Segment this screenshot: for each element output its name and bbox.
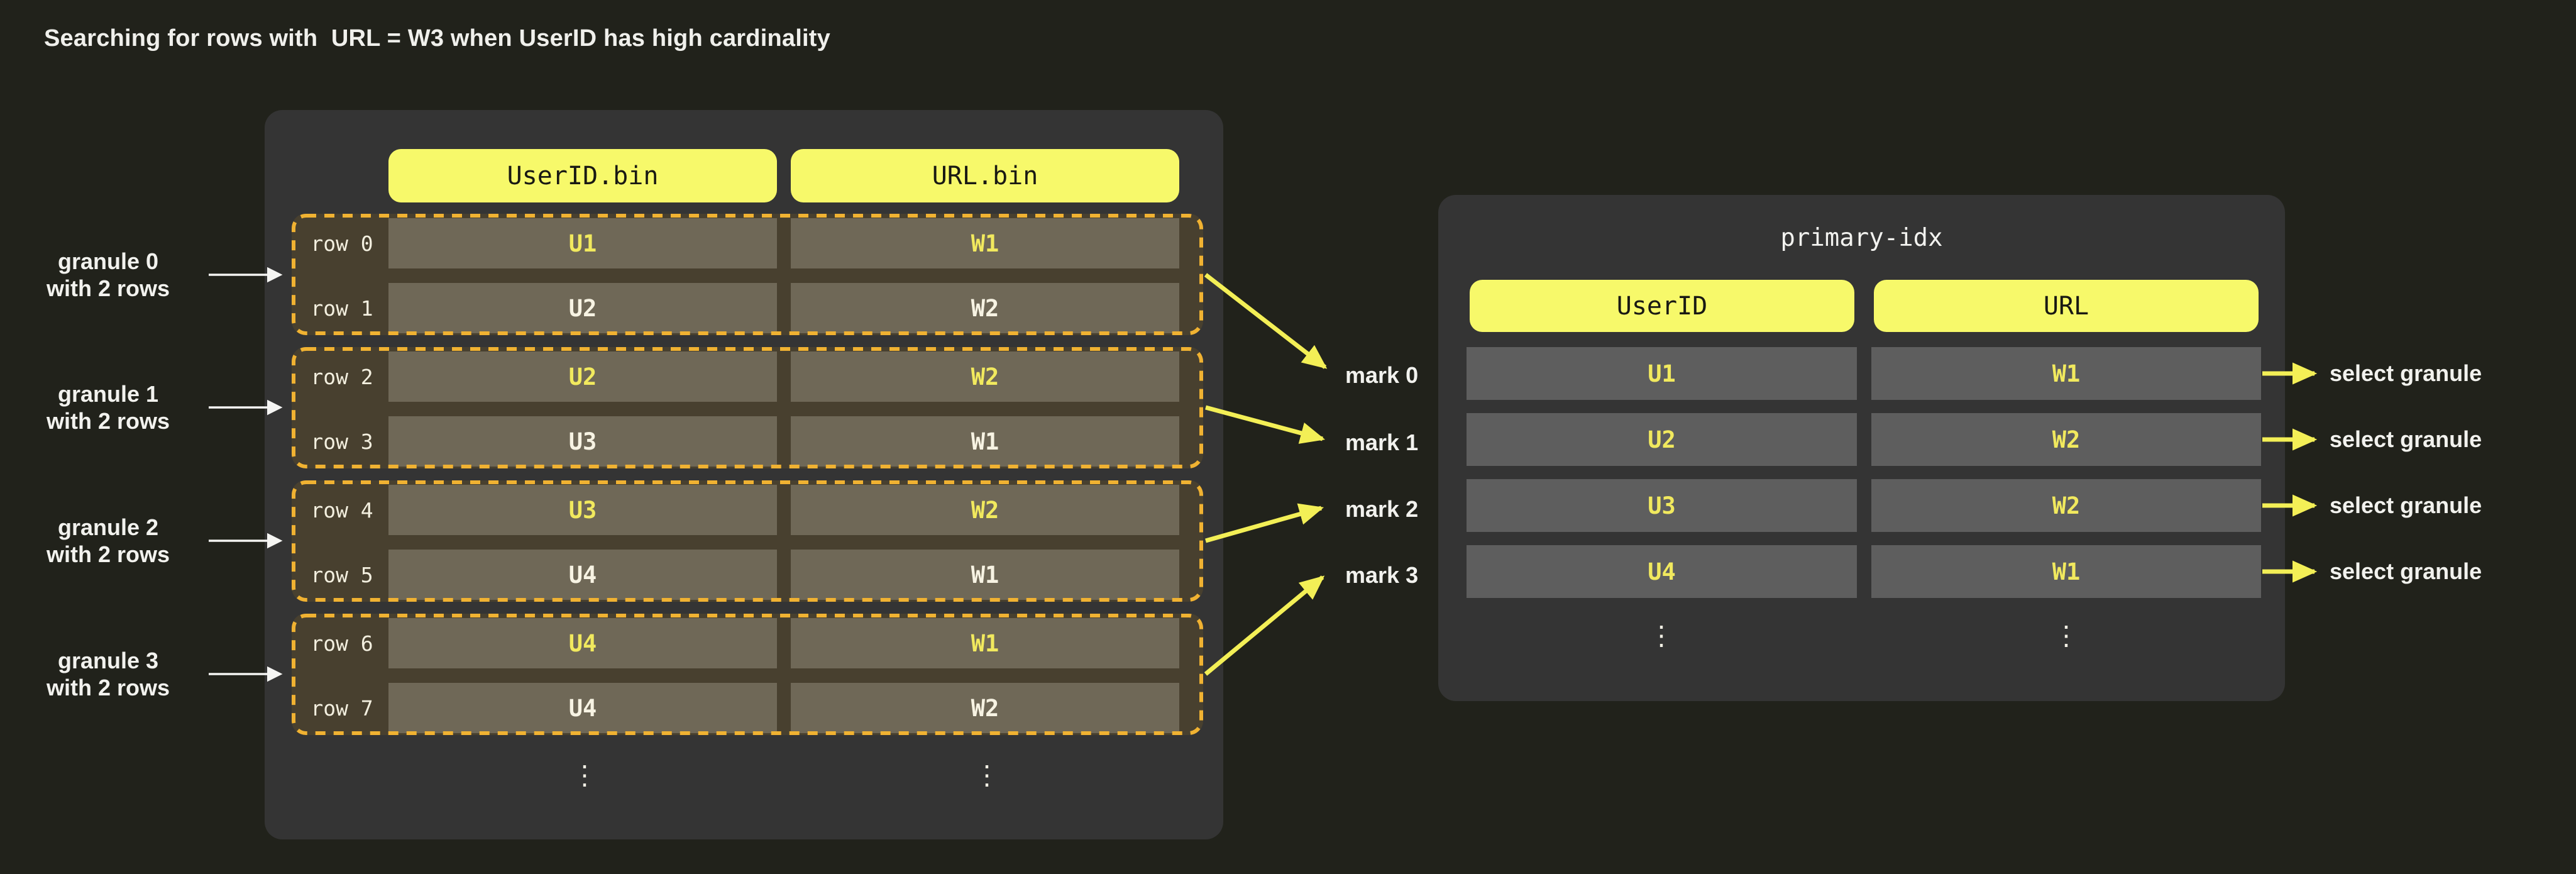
select-granule-label-1: select granule xyxy=(2330,426,2482,452)
column-header-url: URL xyxy=(1874,280,2259,332)
cell-userid: U1 xyxy=(388,218,777,268)
mark-1-label: mark 1 xyxy=(1345,429,1419,455)
index-url-ellipsis: ⋮ xyxy=(2053,620,2079,651)
cell-userid: U3 xyxy=(388,416,777,467)
column-header-url-bin: URL.bin xyxy=(791,149,1179,202)
row-label: row 0 xyxy=(311,231,373,256)
mark-3-label: mark 3 xyxy=(1345,562,1419,588)
cell-url: W2 xyxy=(791,351,1179,402)
row-label: row 2 xyxy=(311,364,373,389)
mark-0-label: mark 0 xyxy=(1345,362,1419,388)
cell-url: W2 xyxy=(791,283,1179,333)
cell-userid: U4 xyxy=(388,683,777,733)
cell-userid: U4 xyxy=(388,618,777,668)
index-cell-userid: U3 xyxy=(1467,479,1857,532)
column-header-userid-bin: UserID.bin xyxy=(388,149,777,202)
row-label: row 3 xyxy=(311,429,373,454)
index-cell-url: W1 xyxy=(1871,545,2261,598)
cell-url: W1 xyxy=(791,218,1179,268)
granule-3-label-line1: granule 3 xyxy=(57,648,159,673)
diagram-title: Searching for rows with URL = W3 when Us… xyxy=(44,25,830,52)
cell-userid: U3 xyxy=(388,485,777,535)
cell-userid: U4 xyxy=(388,550,777,600)
granule-0-label-line1: granule 0 xyxy=(57,248,159,274)
cell-url: W2 xyxy=(791,485,1179,535)
index-cell-userid: U2 xyxy=(1467,413,1857,466)
mark-2-label: mark 2 xyxy=(1345,496,1419,522)
cell-userid: U2 xyxy=(388,283,777,333)
granule-0-box: row 0 row 1 U1 W1 U2 W2 xyxy=(292,214,1203,335)
cell-url: W1 xyxy=(791,618,1179,668)
granule-1-box: row 2 row 3 U2 W2 U3 W1 xyxy=(292,347,1203,468)
index-cell-url: W2 xyxy=(1871,479,2261,532)
column-header-userid: UserID xyxy=(1470,280,1854,332)
mark-arrows xyxy=(1204,273,1328,676)
granule-3-box: row 6 row 7 U4 W1 U4 W2 xyxy=(292,614,1203,735)
row-label: row 5 xyxy=(311,562,373,587)
row-label: row 1 xyxy=(311,296,373,321)
row-label: row 7 xyxy=(311,695,373,721)
cell-url: W2 xyxy=(791,683,1179,733)
select-granule-label-2: select granule xyxy=(2330,492,2482,518)
granule-3-label-line2: with 2 rows xyxy=(46,675,170,700)
granule-1-label-line1: granule 1 xyxy=(57,381,159,407)
left-userid-ellipsis: ⋮ xyxy=(571,760,598,790)
granule-0-label: granule 0 with 2 rows xyxy=(14,248,202,302)
cell-userid: U2 xyxy=(388,351,777,402)
index-cell-url: W1 xyxy=(1871,347,2261,400)
granule-1-label: granule 1 with 2 rows xyxy=(14,380,202,434)
row-label: row 4 xyxy=(311,497,373,523)
index-cell-url: W2 xyxy=(1871,413,2261,466)
granule-2-label-line2: with 2 rows xyxy=(46,541,170,567)
primary-index-title: primary-idx xyxy=(1780,224,1943,252)
index-userid-ellipsis: ⋮ xyxy=(1648,620,1675,651)
select-granule-label-3: select granule xyxy=(2330,558,2482,584)
left-url-ellipsis: ⋮ xyxy=(974,760,1000,790)
index-cell-userid: U1 xyxy=(1467,347,1857,400)
granule-2-box: row 4 row 5 U3 W2 U4 W1 xyxy=(292,480,1203,602)
cell-url: W1 xyxy=(791,416,1179,467)
granule-2-label-line1: granule 2 xyxy=(57,514,159,540)
row-label: row 6 xyxy=(311,631,373,656)
granule-2-label: granule 2 with 2 rows xyxy=(14,514,202,568)
granule-3-label: granule 3 with 2 rows xyxy=(14,647,202,701)
cell-url: W1 xyxy=(791,550,1179,600)
granule-1-label-line2: with 2 rows xyxy=(46,408,170,434)
index-cell-userid: U4 xyxy=(1467,545,1857,598)
granule-0-label-line2: with 2 rows xyxy=(46,275,170,301)
select-granule-label-0: select granule xyxy=(2330,360,2482,386)
